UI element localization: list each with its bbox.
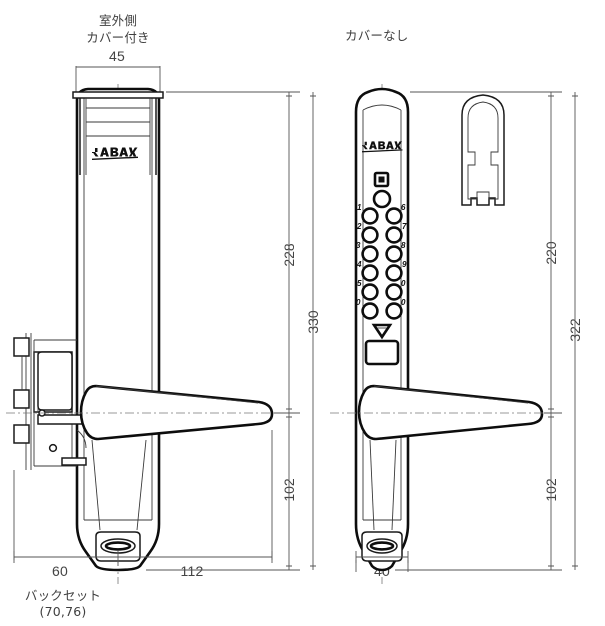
dimticks-bottom xyxy=(13,551,273,563)
label-no-cover: カバーなし xyxy=(345,28,409,43)
keypad-label-6: 6 xyxy=(401,203,406,212)
label-outside-cover-line1: 室外側 xyxy=(98,13,138,28)
latch-screw-hole-2 xyxy=(48,443,58,453)
keypad-label-3: 3 xyxy=(356,241,361,250)
keypad-label-11: 0 xyxy=(401,298,406,307)
keypad-button-3 xyxy=(361,245,379,263)
right-dome-inner xyxy=(362,104,402,111)
keypad-label-9: 9 xyxy=(402,260,407,269)
keypad-button-4 xyxy=(361,264,379,282)
right-lever-top-edge xyxy=(373,385,529,404)
keypad-button-6 xyxy=(385,207,403,225)
rect-button-icon xyxy=(364,339,400,366)
latch-bar-upper xyxy=(37,414,85,425)
right-shroud-taper-left xyxy=(369,439,375,531)
keypad-button-11 xyxy=(385,302,403,320)
right-lower-shroud xyxy=(363,439,401,531)
dim-line-width-45 xyxy=(75,66,161,92)
dim-left-width-45: 45 xyxy=(109,48,125,64)
latch-bar-lower xyxy=(61,457,87,466)
keypad-button-2 xyxy=(361,226,379,244)
latch-case xyxy=(37,351,73,411)
keypad-button-7 xyxy=(385,226,403,244)
dim-backset-60: 60 xyxy=(52,563,68,579)
dimticks-330 xyxy=(310,95,316,567)
brand-logo-kaba-right xyxy=(362,141,403,153)
keypad-buttons xyxy=(361,207,403,320)
keypad-button-5 xyxy=(361,283,379,301)
brand-logo-kaba-left xyxy=(92,147,138,160)
dimticks-220 xyxy=(548,95,554,410)
left-lever-handle xyxy=(79,384,274,441)
keypad-label-left6: 0 xyxy=(356,298,361,307)
right-lever-shape xyxy=(357,384,544,441)
keypad-label-2: 2 xyxy=(356,222,362,231)
dimticks-322 xyxy=(572,95,578,567)
right-key-cylinder xyxy=(361,531,403,562)
round-button-icon xyxy=(372,189,392,209)
dimticks-228 xyxy=(286,95,292,410)
left-body-outline xyxy=(75,87,161,572)
keyway-slot xyxy=(104,541,132,551)
strike-tab-lower xyxy=(13,424,30,444)
lever-top-edge xyxy=(95,385,259,404)
left-latch-assembly xyxy=(13,333,87,470)
right-vertical-dimensions xyxy=(395,91,578,571)
label-outside-cover-line2: カバー付き xyxy=(86,30,150,45)
label-backset-options: (70,76) xyxy=(39,604,87,619)
left-horizontal-dimensions xyxy=(13,430,273,566)
left-key-cylinder xyxy=(95,531,141,562)
keypad-button-left-6 xyxy=(361,302,379,320)
cover-top-cap xyxy=(72,91,164,99)
keypad-number-labels: 1 2 3 4 5 0 6 7 8 9 0 0 xyxy=(356,203,407,307)
label-backset: バックセット xyxy=(24,588,102,603)
keypad-button-9 xyxy=(385,264,403,282)
shroud-taper-right xyxy=(136,439,147,531)
keypad-label-1: 1 xyxy=(357,203,362,212)
keypad-label-4: 4 xyxy=(356,260,362,269)
led-square-icon xyxy=(373,171,390,188)
left-lock-view xyxy=(6,66,316,584)
keypad-label-5: 5 xyxy=(357,279,362,288)
keypad-button-10 xyxy=(385,283,403,301)
detached-cover-part xyxy=(461,94,505,206)
dimticks-102 xyxy=(286,416,292,567)
shroud-taper-left xyxy=(91,439,101,531)
cover-part-outline xyxy=(461,94,505,206)
keypad-button-8 xyxy=(385,245,403,263)
dimticks-40 xyxy=(355,551,409,563)
right-lever-handle xyxy=(357,384,544,441)
right-horizontal-dimension xyxy=(355,551,409,572)
keypad-button-1 xyxy=(361,207,379,225)
dimticks-right-102 xyxy=(548,416,554,567)
right-lock-view: 1 2 3 4 5 0 6 7 8 9 0 0 xyxy=(330,84,578,584)
cover-part-inner xyxy=(467,101,499,200)
right-keyway-slot xyxy=(369,541,395,551)
down-triangle-icon xyxy=(371,323,393,340)
latch-curve xyxy=(76,429,87,449)
dim-face-112: 112 xyxy=(180,563,204,579)
left-lower-shroud xyxy=(84,439,152,531)
strike-tab-mid xyxy=(13,389,30,409)
keypad-label-10: 0 xyxy=(401,279,406,288)
keypad-label-7: 7 xyxy=(402,222,407,231)
left-cover-detail xyxy=(72,91,164,175)
strike-tab-upper xyxy=(13,337,30,357)
lever-shape xyxy=(79,384,274,441)
keypad-label-8: 8 xyxy=(401,241,406,250)
left-vertical-dimensions xyxy=(146,91,316,571)
right-shroud-taper-right xyxy=(391,439,397,531)
